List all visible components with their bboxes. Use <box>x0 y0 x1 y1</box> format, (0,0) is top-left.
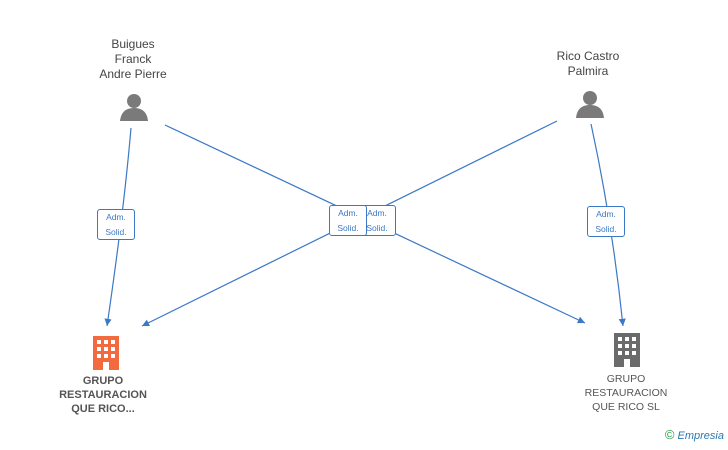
edge-label-left-left: Adm. Solid. <box>97 209 135 240</box>
copyright-symbol: © <box>664 427 675 442</box>
company-right-building-icon[interactable] <box>612 331 642 367</box>
edge-label-right-left: Adm. Solid. <box>329 205 367 236</box>
person-left-name[interactable]: Buigues Franck Andre Pierre <box>99 37 167 81</box>
company-left-building-icon[interactable] <box>91 334 121 370</box>
person-right-name[interactable]: Rico Castro Palmira <box>556 49 620 78</box>
person-left-icon[interactable] <box>119 92 149 122</box>
company-left-name[interactable]: GRUPO RESTAURACION QUE RICO... <box>59 375 147 415</box>
edge-label-right-right: Adm. Solid. <box>587 206 625 237</box>
brand-name: Empresia <box>677 430 724 442</box>
footer-brand[interactable]: © Empresia <box>665 427 724 442</box>
person-right-icon[interactable] <box>575 89 605 119</box>
company-right-name[interactable]: GRUPO RESTAURACION QUE RICO SL <box>584 373 668 413</box>
